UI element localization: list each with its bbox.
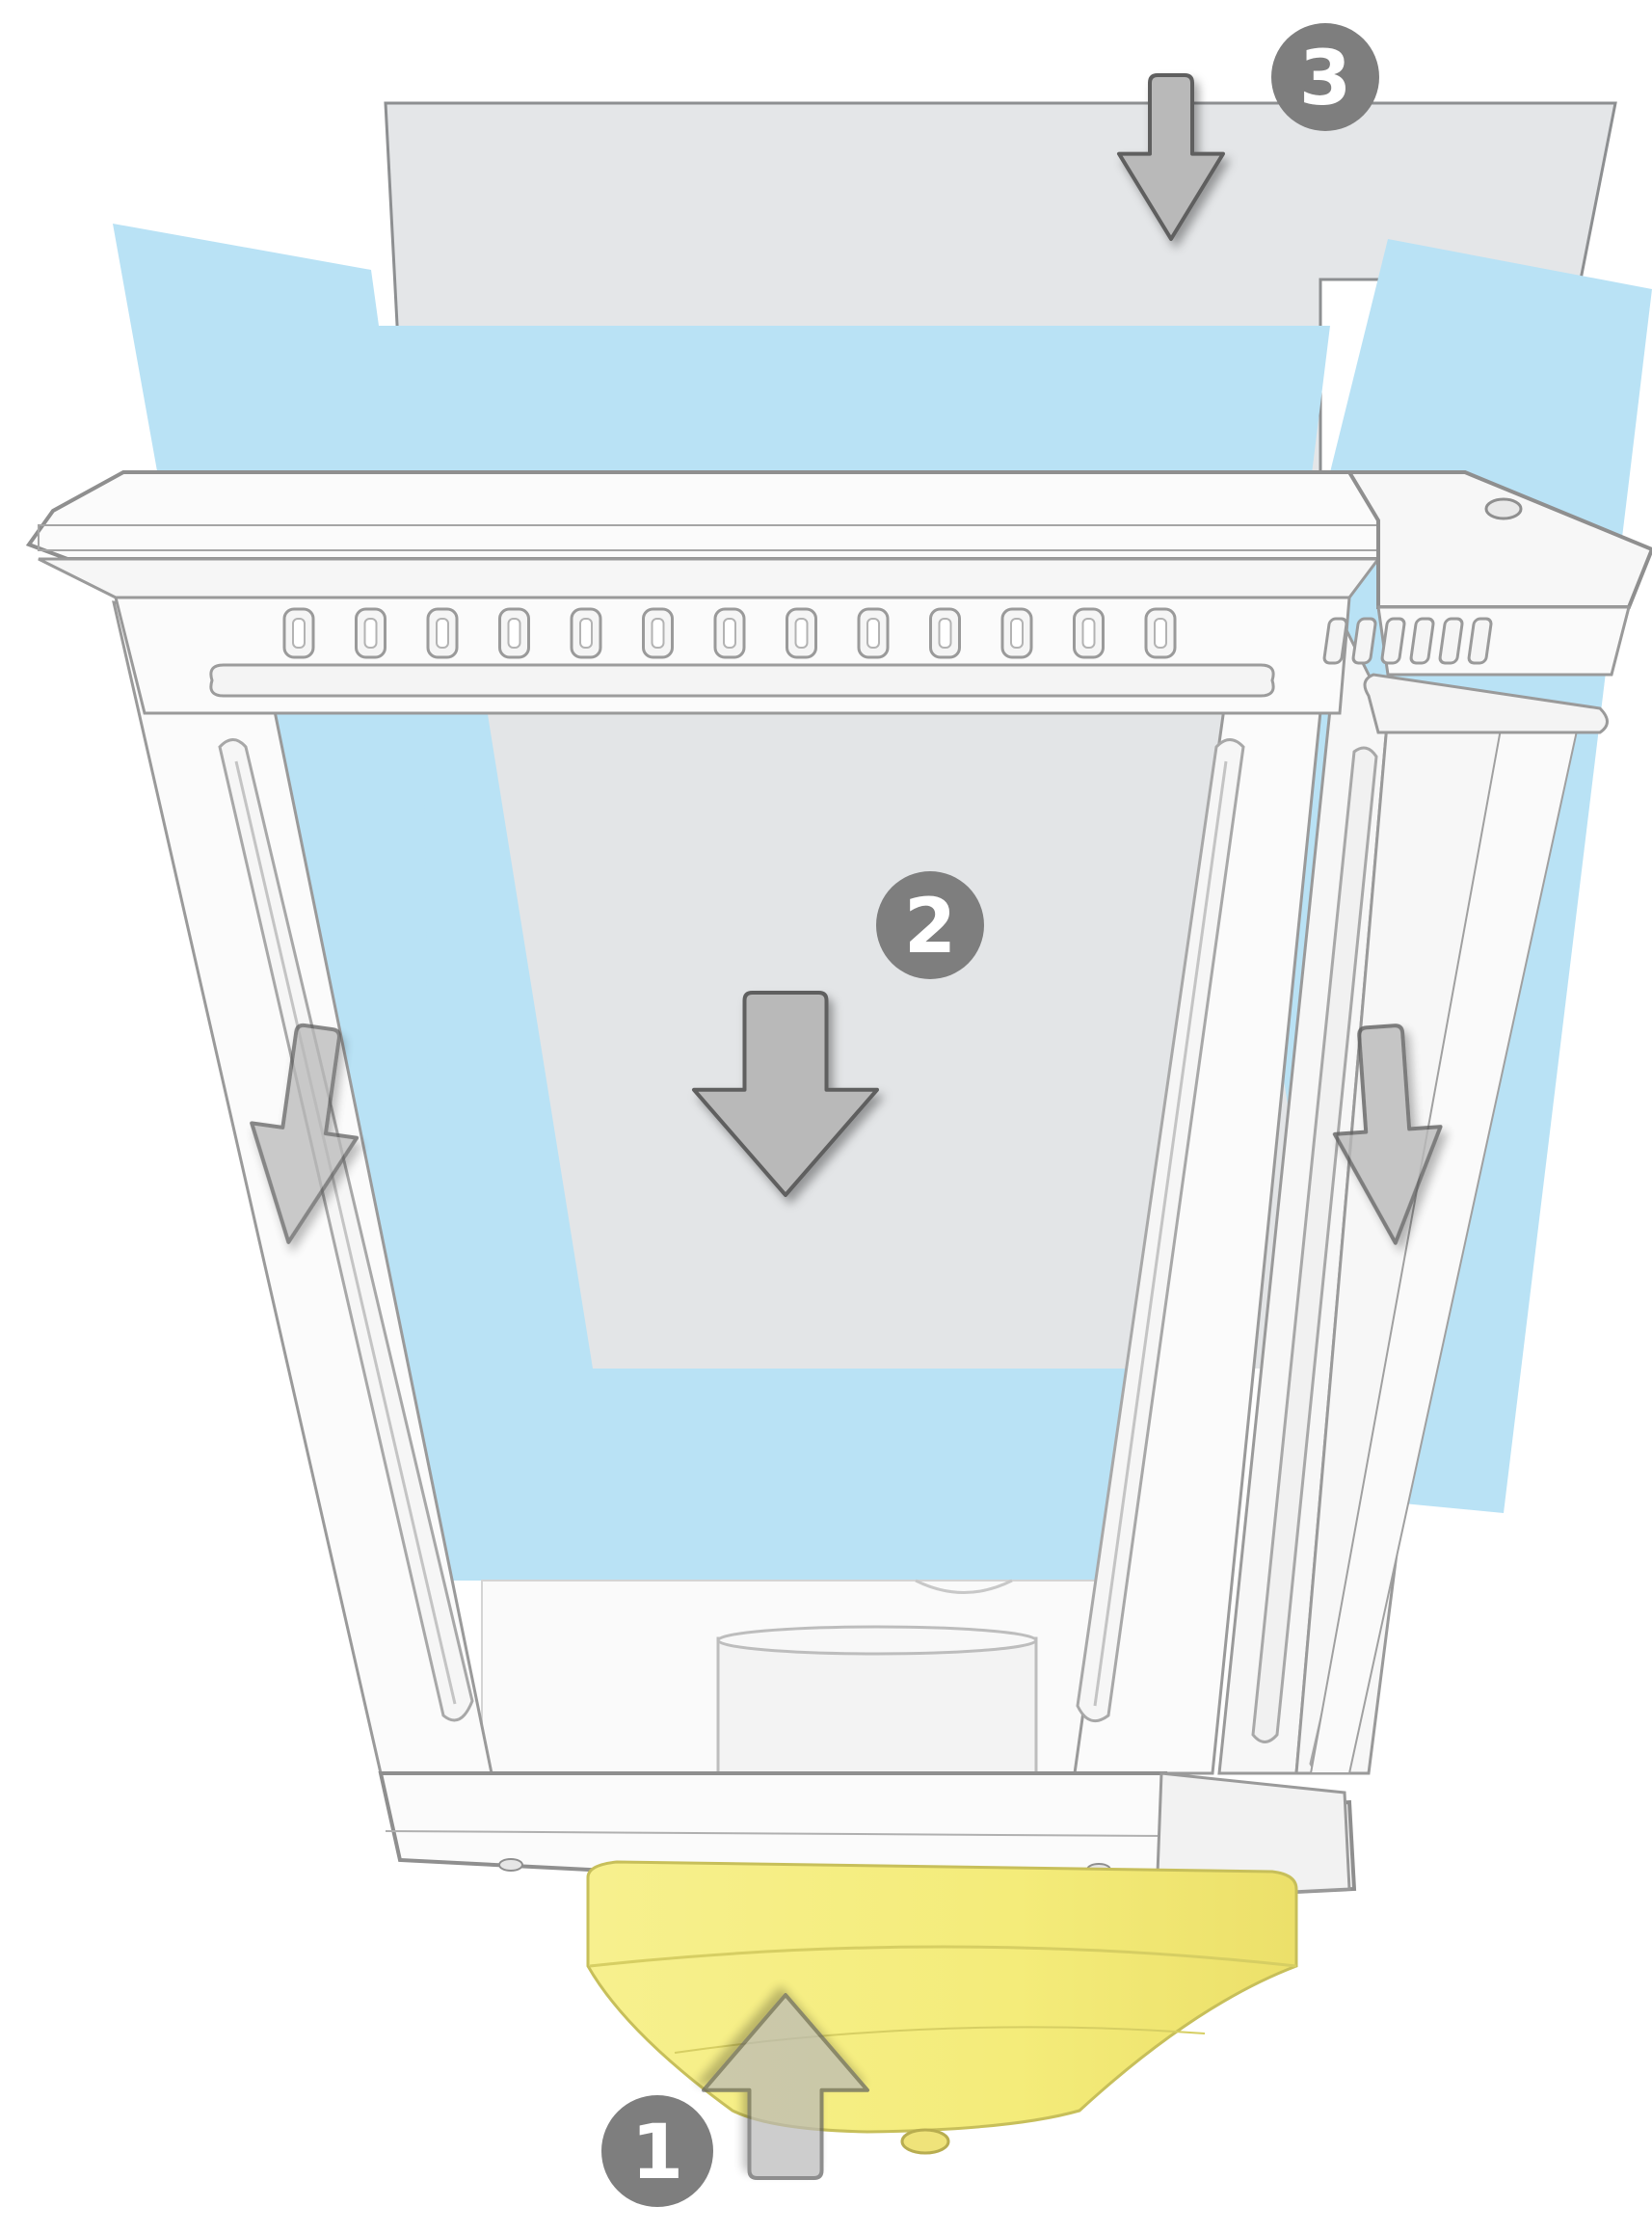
step-badge-3: 3: [1271, 23, 1379, 131]
dentil: [859, 609, 888, 657]
dentil: [787, 609, 816, 657]
dentil: [500, 609, 529, 657]
dentil: [1002, 609, 1031, 657]
step-number-label: 2: [904, 884, 956, 970]
step-number-label: 1: [631, 2110, 683, 2196]
top-crown-frame: [29, 472, 1378, 713]
dentil: [357, 609, 386, 657]
dentil: [715, 609, 744, 657]
dentil: [1146, 609, 1175, 657]
dentil: [572, 609, 600, 657]
dentil: [284, 609, 313, 657]
step-badge-1: 1: [601, 2095, 713, 2207]
light-housing: [482, 1581, 1176, 1773]
step-badge-2: 2: [876, 871, 984, 979]
step-number-label: 3: [1299, 36, 1351, 122]
dentil: [644, 609, 673, 657]
dentil: [1075, 609, 1104, 657]
dentil: [931, 609, 960, 657]
dentil: [428, 609, 457, 657]
